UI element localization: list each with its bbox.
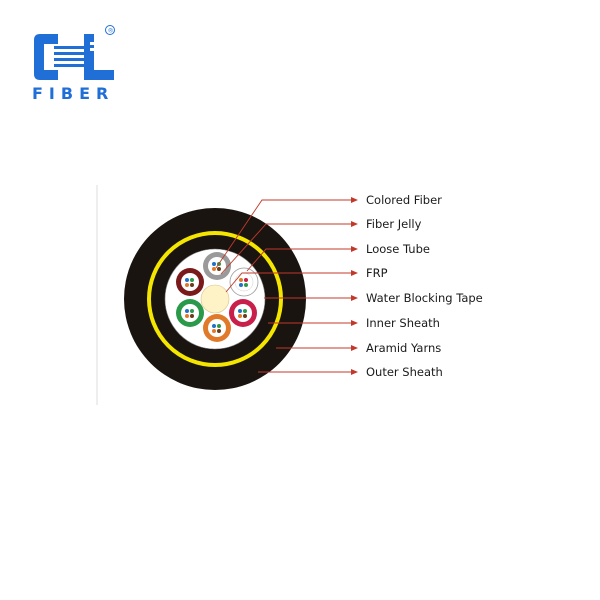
brand-logo: ® xyxy=(30,24,125,106)
tape-outline xyxy=(164,248,266,350)
leader-loose-tube xyxy=(246,248,352,272)
label-water-blocking-tape: Water Blocking Tape xyxy=(366,291,483,305)
label-loose-tube: Loose Tube xyxy=(366,242,430,256)
label-frp: FRP xyxy=(366,266,388,280)
arrow-icon xyxy=(351,369,358,375)
leader-fiber-jelly xyxy=(220,223,352,275)
label-aramid-yarns: Aramid Yarns xyxy=(366,341,442,355)
label-fiber-jelly: Fiber Jelly xyxy=(366,217,422,231)
leader-lines xyxy=(215,199,352,373)
label-outer-sheath: Outer Sheath xyxy=(366,365,443,379)
arrow-icon xyxy=(351,246,358,252)
brand-name: FIBER xyxy=(32,84,115,103)
label-colored-fiber: Colored Fiber xyxy=(366,193,442,207)
aramid-yarn-ring xyxy=(147,231,283,367)
registered-mark: ® xyxy=(108,28,114,35)
label-inner-sheath: Inner Sheath xyxy=(366,316,440,330)
leader-colored-fiber xyxy=(215,199,352,269)
arrow-icon xyxy=(351,197,358,203)
arrow-icon xyxy=(351,295,358,301)
arrow-heads xyxy=(351,197,358,375)
leader-frp xyxy=(225,272,352,293)
arrow-icon xyxy=(351,345,358,351)
arrow-icon xyxy=(351,270,358,276)
cl-logo-icon: ® xyxy=(34,25,115,80)
arrow-icon xyxy=(351,320,358,326)
frp-core xyxy=(200,284,230,314)
arrow-icon xyxy=(351,221,358,227)
divider xyxy=(96,185,98,405)
